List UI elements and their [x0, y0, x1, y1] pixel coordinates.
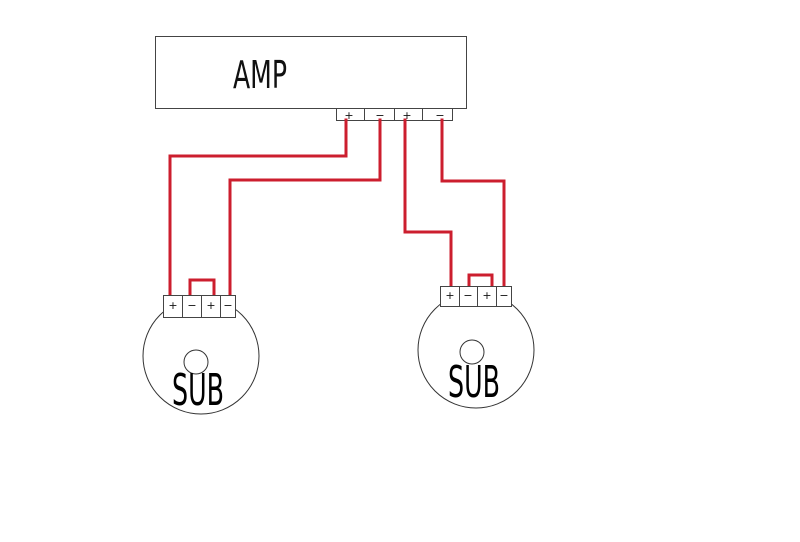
amp-terminal-2-sign: −	[375, 109, 384, 122]
sub2-terminal-4	[496, 286, 512, 307]
wires	[168, 118, 506, 299]
amp-terminal-4-sign: −	[435, 109, 444, 122]
sub1-terminal-2-sign: −	[187, 299, 196, 312]
sub2-label: SUB	[448, 357, 500, 408]
subwoofer-2: SUB + − + −	[417, 286, 535, 409]
sub1-terminal-block: + − + −	[163, 295, 236, 318]
sub1-terminal-1-sign: +	[168, 299, 177, 312]
sub2-center-hole	[459, 339, 485, 365]
amp-terminal-3-sign: +	[402, 109, 411, 122]
sub2-terminal-2-sign: −	[463, 289, 472, 302]
wire-sub2-jumper	[467, 273, 494, 292]
sub2-terminal-3-sign: +	[482, 289, 491, 302]
sub1-terminal-3-sign: +	[206, 299, 215, 312]
sub1-label: SUB	[172, 365, 224, 416]
amp-box	[155, 36, 467, 109]
amp-terminal-4	[422, 108, 453, 121]
sub2-terminal-4-sign: −	[499, 289, 508, 302]
amp-label: AMP	[233, 53, 287, 97]
sub2-terminal-block: + − + −	[440, 286, 512, 307]
sub2-terminal-1-sign: +	[445, 289, 454, 302]
sub1-terminal-4	[220, 295, 236, 318]
sub1-terminal-4-sign: −	[223, 299, 232, 312]
wire-amp-pos2-to-sub2-pos	[403, 118, 453, 292]
amp-terminal-1-sign: +	[344, 109, 353, 122]
sub1-center-hole	[183, 349, 209, 375]
subwoofer-1: SUB + − + −	[142, 295, 260, 416]
wire-amp-pos1-to-sub1-pos	[168, 118, 348, 299]
wire-sub1-jumper	[188, 278, 216, 299]
wire-amp-neg2-to-sub2-neg	[440, 118, 506, 292]
wire-amp-neg1-to-sub1-neg	[228, 118, 382, 299]
amp-terminal-block: + − + −	[336, 108, 453, 122]
amplifier: AMP + − + −	[155, 36, 467, 122]
